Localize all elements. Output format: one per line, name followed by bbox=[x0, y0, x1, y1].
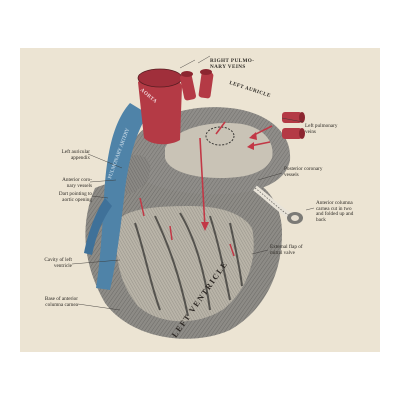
label-base-anterior-columna: Base of anterior columna carnea bbox=[44, 296, 78, 308]
label-dart-pointing: Dart pointing to aortic opening bbox=[58, 191, 92, 203]
label-left-auricular-appendix: Left auricular appendix bbox=[61, 149, 90, 161]
label-external-flap: External flap of mitral valve bbox=[270, 244, 303, 256]
label-anterior-columnae: Anterior columna carnea cut in two and f… bbox=[316, 200, 354, 223]
cavity-hatching bbox=[116, 206, 254, 322]
label-posterior-coronary-vessels: Posterior coronary vessels bbox=[284, 166, 323, 178]
auricle-cavity bbox=[165, 123, 273, 178]
columnae-carneae bbox=[134, 212, 243, 317]
anatomical-plate: RIGHT PULMO- NARY VEINS LEFT AURICLE AOR… bbox=[20, 48, 380, 352]
heart-illustration bbox=[71, 55, 315, 339]
aorta-opening bbox=[137, 68, 183, 88]
right-pulmonary-veins bbox=[179, 69, 214, 101]
coronary-vessel-marks bbox=[139, 197, 235, 257]
leader-lines bbox=[71, 55, 315, 311]
valve-ring bbox=[205, 126, 235, 146]
folded-columna bbox=[253, 185, 303, 224]
label-right-pulmonary-veins: RIGHT PULMO- NARY VEINS bbox=[210, 58, 255, 70]
label-anterior-coronary-vessels: Anterior coro- nary vessels bbox=[62, 177, 92, 189]
aorta bbox=[138, 73, 182, 145]
left-pulmonary-veins bbox=[282, 112, 305, 139]
pulmonary-artery bbox=[96, 103, 148, 290]
label-left-pulmonary-veins: Left pulmonary veins bbox=[305, 123, 338, 135]
label-cavity-left-ventricle: Cavity of left ventricle bbox=[44, 257, 72, 269]
artery-branch bbox=[84, 198, 112, 255]
